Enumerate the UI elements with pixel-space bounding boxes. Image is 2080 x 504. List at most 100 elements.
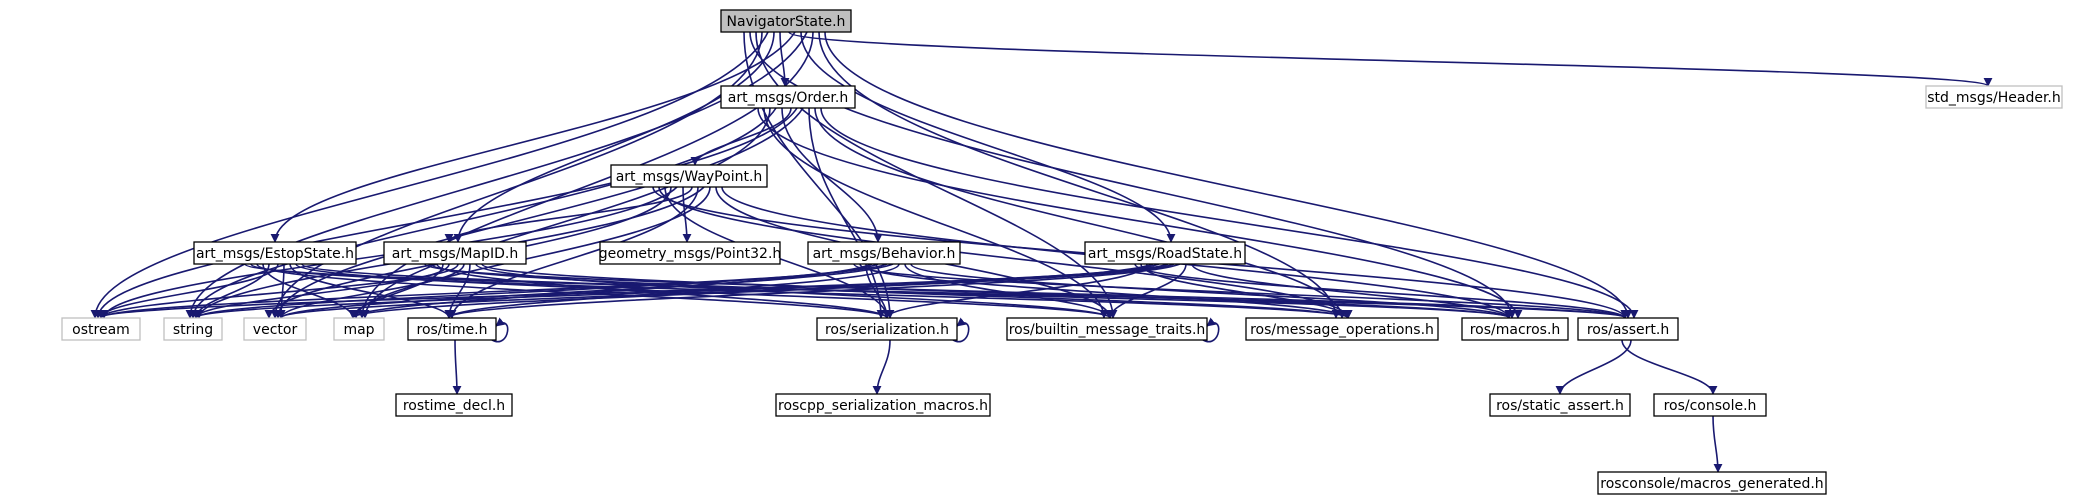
edge-behavior-to-traits [904,263,1115,319]
edge-navigatorstate-to-serialization [743,31,895,319]
edge-order-to-behavior [781,107,883,243]
edge-roadstate-to-vector [276,263,1175,319]
node-ostream: ostream [61,317,141,341]
node-label-vector: vector [253,322,298,338]
edge-assert-to-static_assert [1555,339,1632,395]
node-serialization[interactable]: ros/serialization.h [816,317,958,341]
node-label-mapid: art_msgs/MapID.h [392,246,518,262]
edge-order-to-string [188,107,777,319]
edge-navigatorstate-to-std_header [788,31,1993,87]
node-behavior[interactable]: art_msgs/Behavior.h [807,241,961,265]
node-box-rostime_decl [395,393,513,417]
edge-order-to-waypoint [690,107,792,166]
node-map: map [333,317,385,341]
node-label-waypoint: art_msgs/WayPoint.h [616,169,763,185]
node-navigatorstate[interactable]: NavigatorState.h [720,9,852,33]
edge-navigatorstate-to-assert [824,31,1633,319]
node-label-estopstate: art_msgs/EstopState.h [196,246,354,262]
edge-mapid-to-ostream [96,263,459,319]
node-label-std_header: std_msgs/Header.h [1927,90,2061,106]
node-box-macros [1461,317,1569,341]
node-box-point32 [599,241,781,265]
node-waypoint[interactable]: art_msgs/WayPoint.h [610,164,768,188]
node-label-rostime: ros/time.h [417,322,488,338]
node-label-roadstate: art_msgs/RoadState.h [1088,246,1242,262]
node-label-roscpp_ser: roscpp_serialization_macros.h [778,398,988,414]
node-box-serialization [816,317,958,341]
node-label-macros: ros/macros.h [1470,322,1561,338]
edge-mapid-to-assert [424,263,1630,319]
node-label-map: map [343,322,374,338]
node-string: string [163,317,223,341]
node-label-traits: ros/builtin_message_traits.h [1009,322,1206,338]
edge-navigatorstate-to-string [185,31,808,319]
node-macros_generated[interactable]: rosconsole/macros_generated.h [1597,471,1827,495]
node-box-static_assert [1489,393,1631,417]
edge-navigatorstate-to-estopstate [270,31,796,243]
edge-behavior-to-vector [276,263,894,319]
edge-mapid-to-traits [475,263,1115,319]
node-static_assert[interactable]: ros/static_assert.h [1489,393,1631,417]
edge-order-to-assert [820,107,1639,319]
edge-rostime-to-rostime_decl [452,339,462,395]
node-box-waypoint [610,164,768,188]
node-box-assert [1577,317,1679,341]
edge-navigatorstate-to-macros [749,31,1517,319]
edge-order-to-ostream [93,107,798,319]
node-rostime[interactable]: ros/time.h [407,317,497,341]
node-macros[interactable]: ros/macros.h [1461,317,1569,341]
edge-roadstate-to-map [348,263,1154,319]
edge-order-to-map [360,107,771,319]
node-order[interactable]: art_msgs/Order.h [720,85,856,109]
node-traits[interactable]: ros/builtin_message_traits.h [1006,317,1208,341]
node-box-string [163,317,223,341]
edge-serialization-to-serialization [952,317,970,343]
edge-navigatorstate-to-vector [270,31,763,319]
node-label-macros_generated: rosconsole/macros_generated.h [1600,476,1823,492]
edge-navigatorstate-to-mapid [453,31,775,243]
node-estopstate[interactable]: art_msgs/EstopState.h [193,241,357,265]
node-mapid[interactable]: art_msgs/MapID.h [383,241,527,265]
edge-navigatorstate-to-roadstate [800,31,1176,243]
edge-order-to-traits [763,107,1109,319]
node-box-console [1653,393,1767,417]
edge-roadstate-to-assert [1134,263,1630,319]
edge-layer [90,31,1993,473]
node-box-estopstate [193,241,357,265]
edge-traits-to-traits [1202,317,1220,343]
node-console[interactable]: ros/console.h [1653,393,1767,417]
node-label-static_assert: ros/static_assert.h [1496,398,1624,414]
node-box-order [720,85,856,109]
edge-roadstate-to-traits [1105,263,1187,319]
node-point32[interactable]: geometry_msgs/Point32.h [599,241,782,265]
edge-mapid-to-macros [481,263,1514,319]
node-label-navigatorstate: NavigatorState.h [727,14,846,30]
node-label-ostream: ostream [72,322,130,338]
edge-waypoint-to-msgops [658,186,1353,319]
edge-navigatorstate-to-traits [755,31,1118,319]
node-roscpp_ser[interactable]: roscpp_serialization_macros.h [775,393,991,417]
edge-roadstate-to-serialization [882,263,1148,319]
edge-behavior-to-msgops [859,263,1353,319]
node-label-assert: ros/assert.h [1587,322,1669,338]
edge-navigatorstate-to-ostream [90,31,769,319]
node-roadstate[interactable]: art_msgs/RoadState.h [1084,241,1246,265]
node-label-behavior: art_msgs/Behavior.h [813,246,956,262]
node-label-rostime_decl: rostime_decl.h [403,398,505,414]
edge-order-to-vector [273,107,804,319]
node-box-msgops [1245,317,1439,341]
node-box-mapid [383,241,527,265]
node-assert[interactable]: ros/assert.h [1577,317,1679,341]
edge-roadstate-to-msgops [1140,263,1353,319]
node-box-map [333,317,385,341]
node-rostime_decl[interactable]: rostime_decl.h [395,393,513,417]
node-msgops[interactable]: ros/message_operations.h [1245,317,1439,341]
node-label-serialization: ros/serialization.h [825,322,949,338]
node-label-order: art_msgs/Order.h [728,90,848,106]
edge-assert-to-console [1621,339,1718,395]
node-box-rostime [407,317,497,341]
edge-mapid-to-msgops [430,263,1353,319]
node-box-roadstate [1084,241,1246,265]
edge-order-to-msgops [814,107,1347,319]
